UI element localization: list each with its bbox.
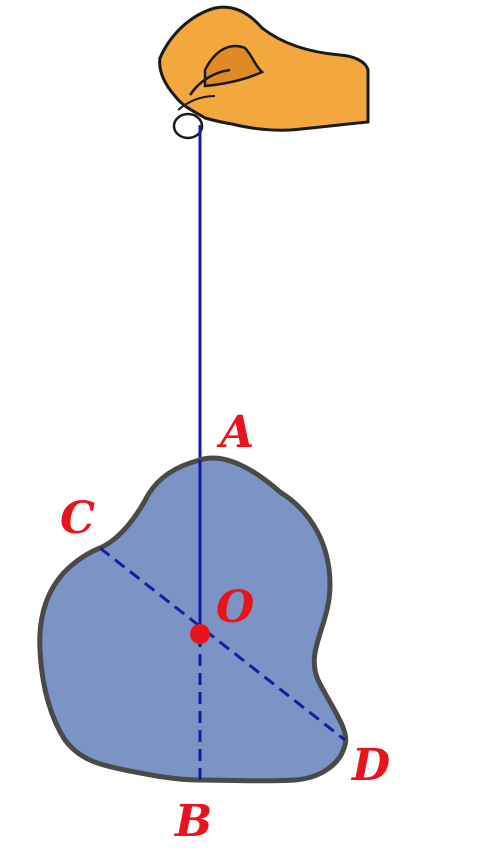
center-point-o bbox=[190, 624, 210, 644]
hand-finger-crease bbox=[203, 44, 265, 88]
string-loop bbox=[172, 112, 204, 140]
label-d: D bbox=[350, 740, 390, 791]
hand-shape bbox=[158, 5, 370, 132]
dashed-line-cd bbox=[99, 546, 346, 742]
hand-holding-string-icon bbox=[158, 5, 370, 140]
hand-finger-line bbox=[188, 68, 231, 96]
label-b: B bbox=[173, 796, 212, 847]
label-a: A bbox=[216, 407, 254, 458]
label-c: C bbox=[60, 493, 95, 544]
label-o: O bbox=[216, 582, 254, 633]
hand-knuckle-line bbox=[177, 95, 216, 111]
